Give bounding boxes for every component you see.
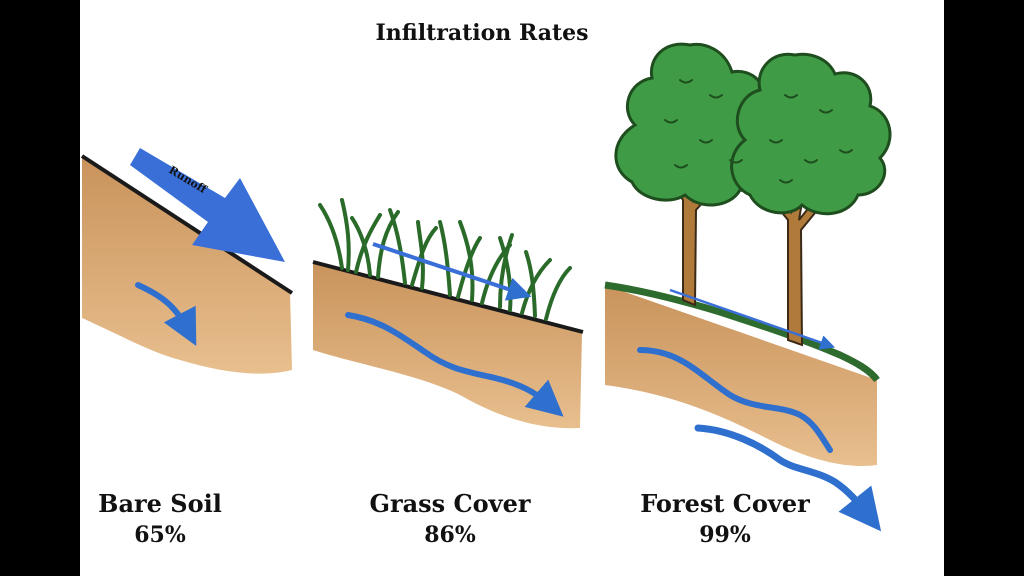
bare-soil-surface xyxy=(80,154,294,295)
scene: Runoff xyxy=(80,42,892,532)
bare-soil-block xyxy=(82,158,292,374)
grass-cover-percent: 86% xyxy=(424,522,476,548)
grass-cover-name: Grass Cover xyxy=(369,489,531,518)
forest-cover-name: Forest Cover xyxy=(640,489,810,518)
forest-runoff-arrow xyxy=(669,288,836,350)
bare-soil-panel: Runoff xyxy=(80,148,294,374)
diagram-title: Infiltration Rates xyxy=(375,20,589,46)
runoff-arrow xyxy=(130,148,285,262)
grass-cover-label: Grass Cover 86% xyxy=(360,488,540,550)
grass-runoff-arrow xyxy=(372,242,532,301)
grass-cover-panel xyxy=(312,198,584,429)
tree-foliage-highlights xyxy=(664,79,853,184)
forest-cover-panel xyxy=(604,42,892,532)
forest-ground-cover xyxy=(604,281,880,383)
grass-infiltration-arrow xyxy=(345,312,564,417)
bare-soil-name: Bare Soil xyxy=(98,489,222,518)
bare-soil-label: Bare Soil 65% xyxy=(80,488,240,550)
grass-soil-surface xyxy=(312,260,584,334)
tree-foliage xyxy=(614,42,892,216)
forest-cover-label: Forest Cover 99% xyxy=(635,488,815,550)
forest-cover-percent: 99% xyxy=(699,522,751,548)
bare-soil-infiltration-arrow xyxy=(135,282,197,346)
slide: Infiltration Rates Runoff xyxy=(80,0,944,576)
bare-soil-percent: 65% xyxy=(134,522,186,548)
forest-infiltration-arrow-deep xyxy=(694,424,882,532)
forest-infiltration-arrow-upper xyxy=(637,347,833,453)
grass-blades xyxy=(318,198,572,321)
